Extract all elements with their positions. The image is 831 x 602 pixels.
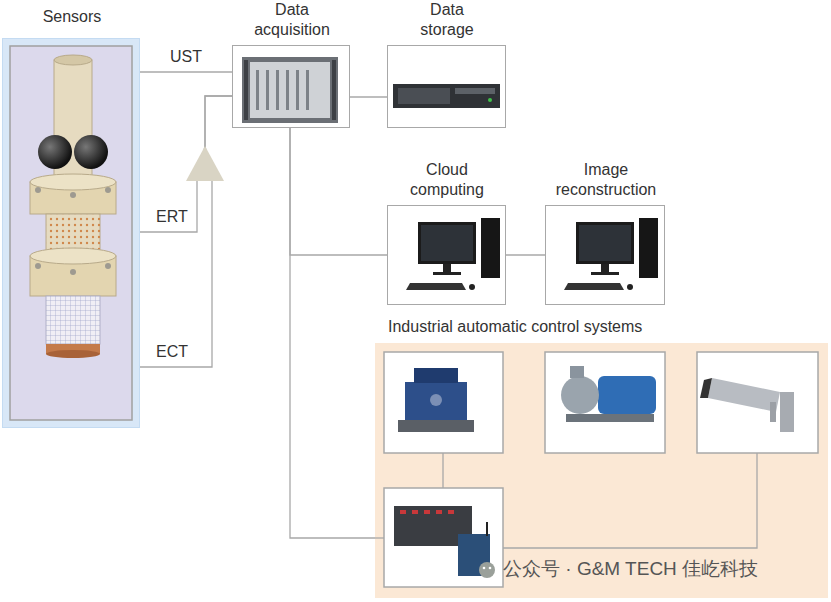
connector: [140, 96, 232, 232]
signal-label: ECT: [156, 342, 188, 361]
node-heading: Industrial automatic control systems: [388, 317, 708, 337]
connector: [140, 96, 232, 367]
process-box: Image reconstruction: [545, 205, 665, 305]
connector: [140, 71, 232, 72]
connector: [290, 128, 375, 538]
node-heading: Image reconstruction: [551, 160, 661, 200]
process-box: Data storage: [387, 45, 506, 128]
amplifier-symbol: [186, 146, 224, 181]
node-heading: Data acquisition: [247, 0, 337, 40]
node-heading: Data storage: [412, 0, 482, 40]
sensor-panel: Sensors: [2, 38, 140, 428]
signal-label: UST: [170, 47, 202, 66]
signal-label: ERT: [156, 207, 188, 226]
node-heading: Cloud computing: [402, 160, 492, 200]
node-heading: Sensors: [3, 7, 141, 27]
process-box: Data acquisition: [232, 45, 350, 128]
connector: [506, 254, 545, 255]
process-box: Cloud computing: [387, 205, 506, 305]
watermark: 公众号 · G&M TECH 佳屹科技: [503, 558, 758, 581]
connector: [290, 128, 387, 255]
connector: [350, 96, 387, 97]
